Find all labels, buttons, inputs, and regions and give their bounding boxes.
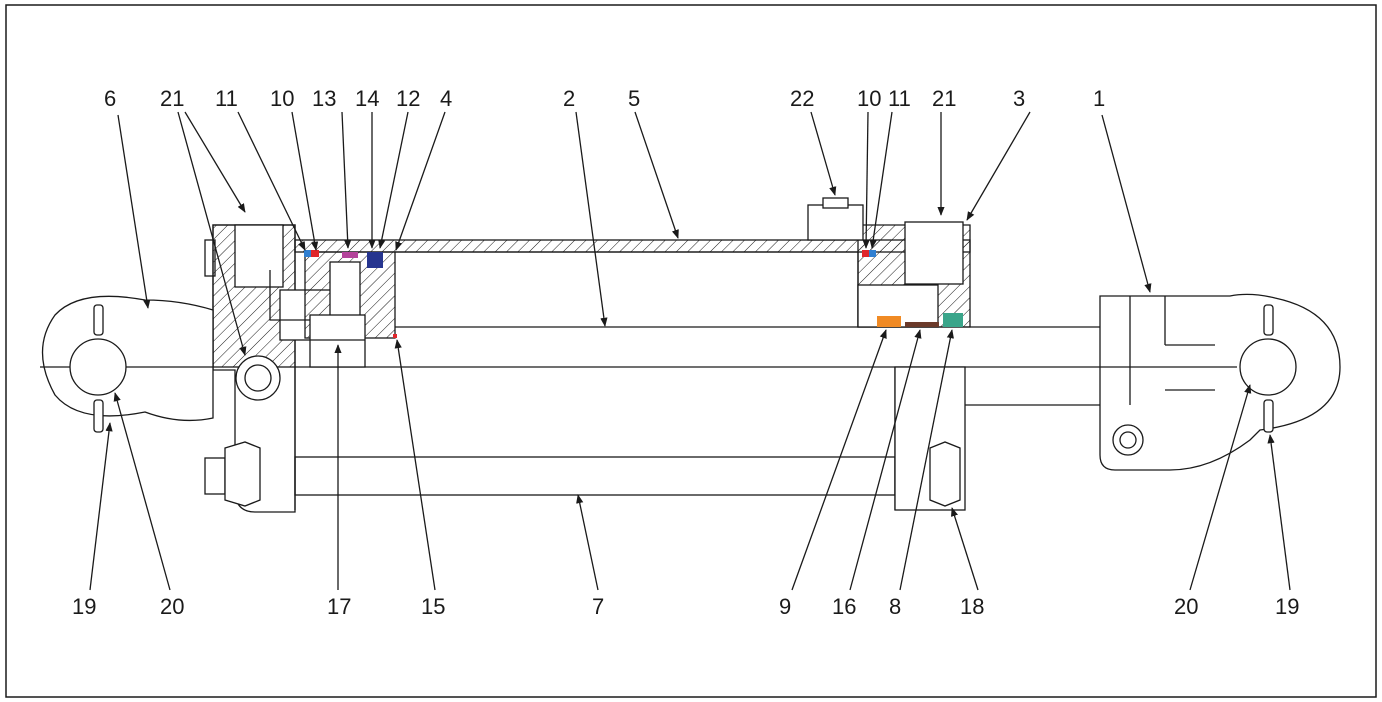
callout-3: 3 [1013, 86, 1025, 111]
seal-15 [393, 334, 397, 338]
callout-15: 15 [421, 594, 445, 619]
right-clevis [1099, 293, 1341, 471]
callout-6: 6 [104, 86, 116, 111]
callout-1: 1 [1093, 86, 1105, 111]
callout-5: 5 [628, 86, 640, 111]
callout-11: 11 [215, 86, 238, 111]
callout-13: 13 [312, 86, 336, 111]
seal-10-left [311, 250, 319, 257]
left-clevis-eye [41, 295, 214, 422]
seal-16 [905, 322, 939, 327]
tie-rod [294, 456, 896, 496]
callout-12: 12 [396, 86, 420, 111]
port-fitting [807, 204, 864, 241]
callout-8: 8 [889, 594, 901, 619]
callout-9: 9 [779, 594, 791, 619]
seal-10-right [862, 250, 869, 257]
seal-8 [943, 313, 963, 327]
left-pin [69, 338, 127, 396]
callout-19-right: 19 [1275, 594, 1299, 619]
callout-7: 7 [592, 594, 604, 619]
callout-22: 22 [790, 86, 814, 111]
callout-2: 2 [563, 86, 575, 111]
callout-10: 10 [270, 86, 294, 111]
seal-9 [877, 316, 901, 327]
callouts-bottom: 19 20 17 15 7 9 16 8 18 20 19 [72, 594, 1299, 619]
seal-12 [367, 252, 383, 268]
callout-11-right: 11 [888, 86, 911, 111]
seal-13 [342, 252, 358, 258]
callout-20: 20 [160, 594, 184, 619]
leader-lines [89, 111, 1291, 591]
callout-14: 14 [355, 86, 379, 111]
seal-11-right [869, 250, 876, 257]
callouts-top: 6 21 11 10 13 14 12 4 2 5 22 10 11 21 3 … [104, 86, 1105, 111]
seal-markers [304, 250, 963, 338]
callout-21: 21 [160, 86, 184, 111]
callout-17: 17 [327, 594, 351, 619]
callout-16: 16 [832, 594, 856, 619]
seal-11-left [304, 250, 311, 257]
callout-21-right: 21 [932, 86, 956, 111]
cylinder-drawing [40, 197, 1341, 513]
callout-18: 18 [960, 594, 984, 619]
callout-4: 4 [440, 86, 452, 111]
right-pin [1239, 338, 1297, 396]
diagram-border [5, 4, 1377, 698]
callout-20-right: 20 [1174, 594, 1198, 619]
callout-19: 19 [72, 594, 96, 619]
callout-10-right: 10 [857, 86, 881, 111]
